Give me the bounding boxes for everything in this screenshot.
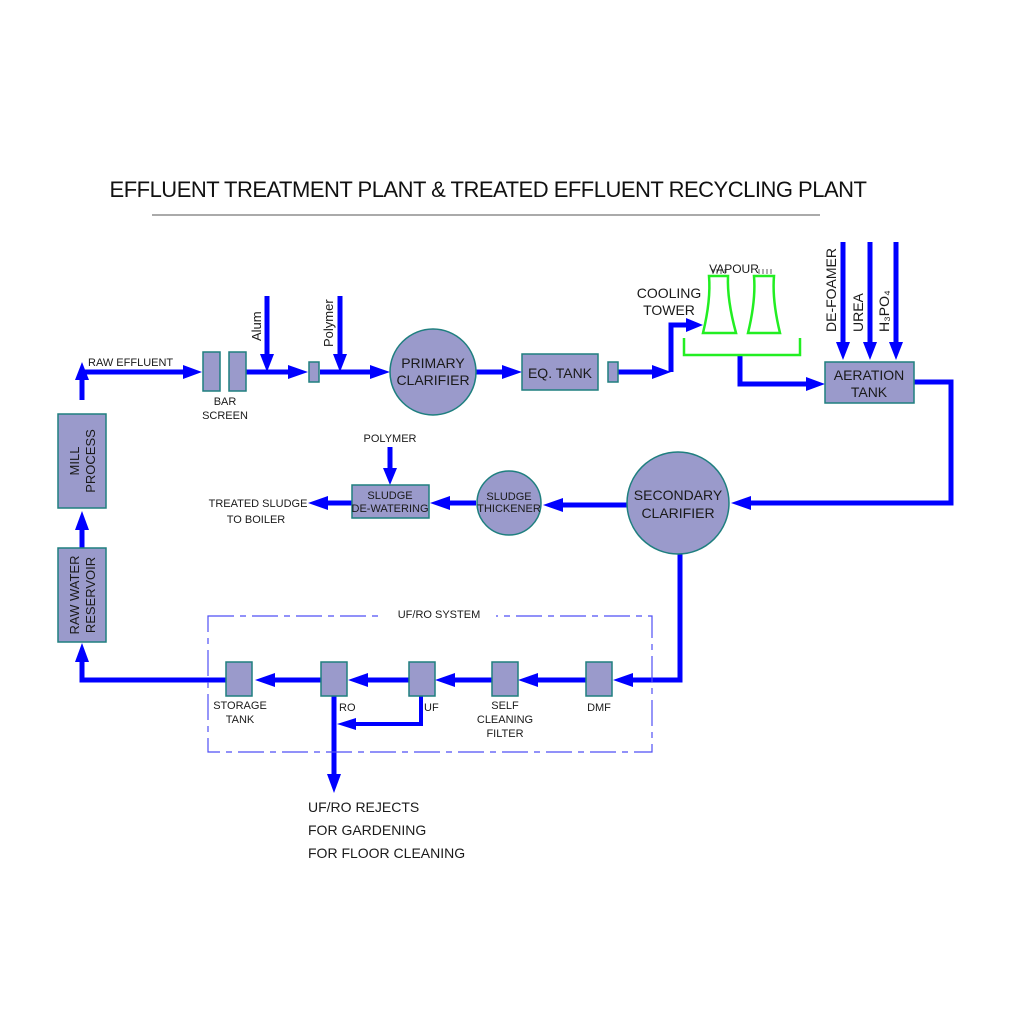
arrow-rejects (327, 774, 341, 793)
eq-tank-label: EQ. TANK (528, 365, 593, 381)
alum-label: Alum (249, 311, 264, 341)
cooling-tower-basin (682, 338, 802, 357)
h3po4-label: H₃PO₄ (876, 290, 892, 332)
scf-line3: FILTER (486, 728, 523, 740)
polymer-label: Polymer (321, 299, 336, 347)
secondary-clarifier-line1: SECONDARY (634, 487, 723, 503)
ro-unit[interactable] (320, 661, 348, 697)
arrow-to-reservoir (75, 643, 89, 662)
cooling-tower-label-1: COOLING (637, 285, 702, 301)
arrow-to-bar-screen (183, 365, 202, 379)
storage-tank[interactable] (225, 661, 253, 697)
pipe-rise-to-tower (668, 322, 688, 372)
arrow-to-secondary (731, 496, 751, 510)
cooling-tower-1[interactable] (701, 274, 738, 335)
rejects-line1: UF/RO REJECTS (308, 799, 419, 815)
dmf-unit[interactable] (585, 661, 613, 697)
arrow-eq-out (652, 365, 671, 379)
arrow-to-mixer (288, 365, 308, 379)
uf-label: UF (424, 702, 439, 714)
raw-water-reservoir-unit[interactable] (57, 547, 107, 643)
pipe-secondary-to-dmf (630, 553, 683, 683)
arrow-up-head (75, 362, 89, 380)
self-cleaning-filter[interactable] (491, 661, 519, 697)
arrow-urea (863, 342, 877, 360)
sludge-thickener-line1: SLUDGE (486, 491, 531, 503)
sludge-thickener-line2: THICKENER (477, 503, 541, 515)
primary-clarifier-line2: CLARIFIER (396, 372, 469, 388)
arrow-alum (260, 354, 274, 372)
dmf-label: DMF (587, 702, 611, 714)
pipes (75, 242, 954, 793)
aeration-tank[interactable] (824, 361, 915, 404)
secondary-clarifier[interactable] (626, 451, 730, 555)
scf-line2: CLEANING (477, 714, 533, 726)
uf-unit[interactable] (408, 661, 436, 697)
arrow-to-aeration (806, 377, 825, 391)
arrow-to-mill (75, 511, 89, 530)
mill-process-unit[interactable] (57, 413, 107, 509)
raw-effluent-label: RAW EFFLUENT (88, 357, 173, 369)
scf-line1: SELF (491, 700, 519, 712)
sludge-polymer-label: POLYMER (364, 433, 417, 445)
sludge-dewatering-line2: DE-WATERING (352, 503, 429, 515)
ro-label: RO (339, 702, 356, 714)
arrow-polymer (333, 354, 347, 372)
primary-clarifier-line1: PRIMARY (401, 355, 465, 371)
treated-sludge-line1: TREATED SLUDGE (209, 498, 308, 510)
cooling-tower-2[interactable] (746, 274, 782, 335)
arrow-to-dewatering (430, 496, 450, 510)
vapour-marks (712, 269, 772, 274)
pipe-storage-to-reservoir (79, 660, 226, 683)
diagram-title: EFFLUENT TREATMENT PLANT & TREATED EFFLU… (110, 177, 867, 202)
arrow-h3po4 (889, 342, 903, 360)
eq-pump[interactable] (607, 361, 619, 383)
sludge-dewatering[interactable] (351, 484, 430, 519)
sludge-dewatering-line1: SLUDGE (367, 490, 412, 502)
rejects-line2: FOR GARDENING (308, 822, 426, 838)
pipe-raw-effluent (79, 369, 186, 400)
reservoir-line2: RESERVOIR (83, 557, 98, 633)
arrow-to-ro (348, 673, 368, 687)
arrow-to-uf (435, 673, 455, 687)
storage-tank-line2: TANK (226, 714, 255, 726)
treated-sludge-line2: TO BOILER (227, 514, 286, 526)
urea-label: UREA (850, 292, 866, 332)
arrow-to-eq (502, 365, 522, 379)
rejects-line3: FOR FLOOR CLEANING (308, 845, 465, 861)
bar-screen-label-2: SCREEN (202, 410, 248, 422)
arrow-to-tower (686, 318, 703, 332)
uf-ro-system-label: UF/RO SYSTEM (398, 609, 481, 621)
eq-tank[interactable] (521, 353, 599, 391)
bar-screen-label-1: BAR (214, 396, 237, 408)
arrow-treated-sludge (308, 496, 328, 510)
aeration-tank-line1: AERATION (834, 367, 905, 383)
arrow-defoamer (836, 342, 850, 360)
mill-process-line2: PROCESS (83, 429, 98, 493)
vapour-label: VAPOUR (709, 262, 759, 276)
arrow-uf-reject (337, 718, 356, 730)
pipe-uf-reject (354, 694, 423, 726)
arrow-to-storage (255, 673, 275, 687)
defoamer-label: DE-FOAMER (823, 248, 839, 332)
mill-process-line1: MILL (67, 447, 82, 476)
boundary-label-bg (380, 606, 496, 622)
arrow-to-dmf (613, 673, 633, 687)
arrow-to-primary (370, 365, 390, 379)
bar-screen-1[interactable] (202, 351, 221, 392)
arrow-to-thickener (543, 498, 563, 512)
flash-mixer[interactable] (308, 361, 320, 383)
reservoir-line1: RAW WATER (67, 556, 82, 635)
secondary-clarifier-line2: CLARIFIER (641, 505, 714, 521)
primary-clarifier[interactable] (389, 328, 477, 416)
cooling-tower-label-2: TOWER (643, 302, 695, 318)
aeration-tank-line2: TANK (851, 384, 888, 400)
pipe-tower-to-aeration (737, 355, 808, 387)
pipe-aeration-to-secondary (748, 379, 954, 506)
arrow-sludge-polymer (383, 468, 397, 485)
sludge-thickener[interactable] (476, 470, 542, 536)
storage-tank-line1: STORAGE (213, 700, 267, 712)
bar-screen-2[interactable] (228, 351, 247, 392)
arrow-to-scf (518, 673, 538, 687)
